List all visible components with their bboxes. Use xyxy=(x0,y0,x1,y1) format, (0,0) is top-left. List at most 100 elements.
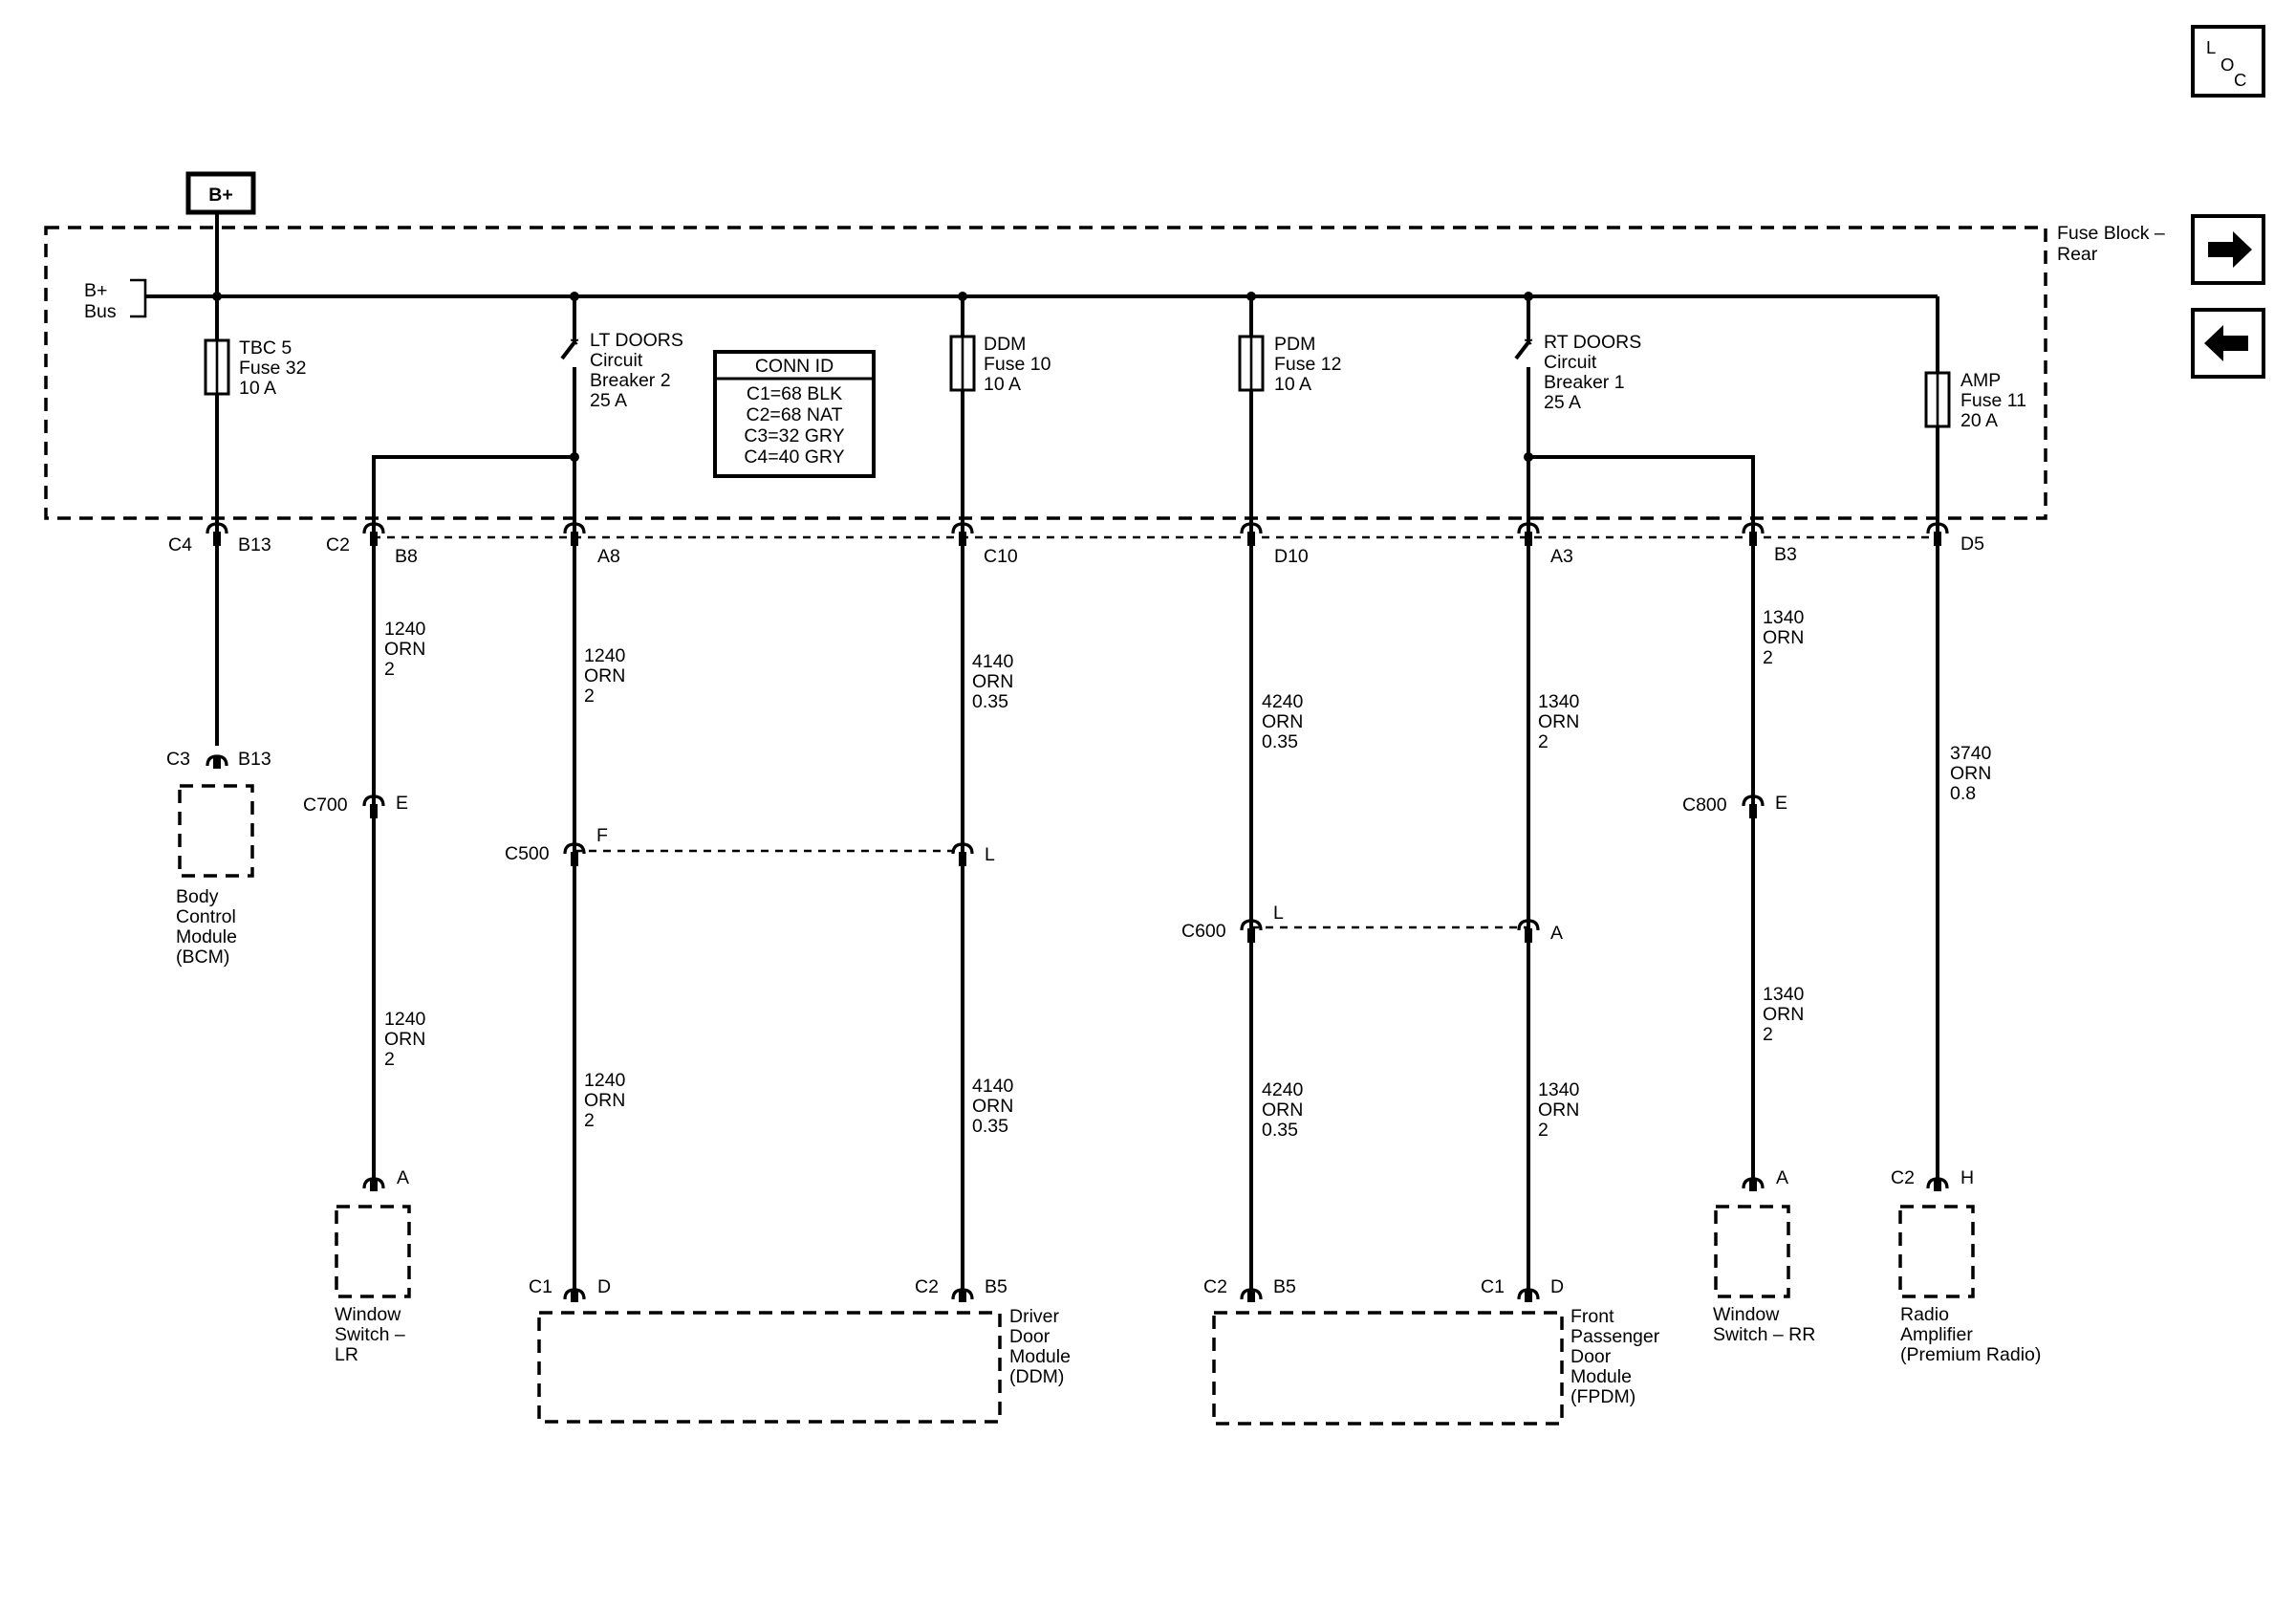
svg-text:ORN: ORN xyxy=(1262,1099,1303,1121)
wire-label-1340-a3: 1340 ORN 2 xyxy=(1538,691,1580,752)
lr-switch-box xyxy=(335,1205,411,1298)
svg-text:ORN: ORN xyxy=(972,1096,1013,1117)
pin-c600-a-label: A xyxy=(1550,923,1563,944)
ddm-fuse-label-3: 10 A xyxy=(984,374,1021,395)
fpdm-c1-connector xyxy=(1517,1288,1540,1304)
bcm-component-box xyxy=(178,784,254,878)
fpdm-label-4: Module xyxy=(1570,1366,1632,1387)
svg-text:4140: 4140 xyxy=(972,1076,1014,1097)
wire-label-1340-b3: 1340 ORN 2 xyxy=(1763,607,1805,668)
lr-switch-connector xyxy=(362,1177,385,1193)
svg-text:ORN: ORN xyxy=(1950,763,1991,784)
bplus-label: B+ xyxy=(208,185,232,206)
svg-text:4140: 4140 xyxy=(972,651,1014,672)
fpdm-label-2: Passenger xyxy=(1570,1326,1660,1347)
pin-b13-label: B13 xyxy=(238,534,271,555)
amp-connector xyxy=(1926,1177,1949,1193)
svg-text:1240: 1240 xyxy=(384,1009,426,1030)
fpdm-label-3: Door xyxy=(1570,1346,1612,1367)
conn-id-row: C3=32 GRY xyxy=(744,425,844,446)
svg-text:1240: 1240 xyxy=(384,619,426,640)
lr-label-2: Switch – xyxy=(335,1324,405,1345)
pin-c500-f-label: F xyxy=(596,825,608,846)
pdm-fuse-label-3: 10 A xyxy=(1274,374,1311,395)
wire-label-1340-rr: 1340 ORN 2 xyxy=(1763,984,1805,1045)
svg-text:1340: 1340 xyxy=(1763,984,1805,1005)
amp-fuse-label-1: AMP xyxy=(1960,370,2001,391)
ddm-c2-connector xyxy=(951,1288,974,1304)
svg-text:2: 2 xyxy=(384,659,395,680)
loc-button[interactable]: L O C xyxy=(2191,25,2265,98)
pin-a8-label: A8 xyxy=(597,546,620,567)
ddm-c1-label: C1 xyxy=(529,1276,552,1297)
pdm-fuse-label-1: PDM xyxy=(1274,334,1315,355)
wire-label-1240-ddm: 1240 ORN 2 xyxy=(584,1070,626,1131)
tbc-fuse-label-3: 10 A xyxy=(239,378,276,399)
pin-a3-label: A3 xyxy=(1550,546,1573,567)
lr-window-wire xyxy=(372,455,574,1180)
tbc-fuse-label-2: Fuse 32 xyxy=(239,358,306,379)
wire-label-1240-top: 1240 ORN 2 xyxy=(384,619,426,680)
rr-switch-connector xyxy=(1742,1177,1765,1193)
ddm-label-4: (DDM) xyxy=(1009,1366,1064,1387)
lr-label-3: LR xyxy=(335,1344,358,1365)
svg-text:1340: 1340 xyxy=(1538,691,1580,712)
amp-pin-h-label: H xyxy=(1960,1167,1974,1188)
fuse-block-label-line2: Rear xyxy=(2057,244,2098,265)
ddm-component-box xyxy=(537,1311,1002,1424)
lt-breaker-label-4: 25 A xyxy=(590,390,627,411)
svg-text:0.35: 0.35 xyxy=(1262,731,1298,752)
svg-text:0.8: 0.8 xyxy=(1950,783,1976,804)
svg-text:ORN: ORN xyxy=(1763,627,1804,648)
fpdm-c2-connector xyxy=(1240,1288,1263,1304)
next-page-button[interactable] xyxy=(2191,214,2265,285)
fpdm-pin-d-label: D xyxy=(1550,1276,1564,1297)
ddm-c2-label: C2 xyxy=(915,1276,939,1297)
ddm-fuse-label-2: Fuse 10 xyxy=(984,354,1051,375)
svg-text:ORN: ORN xyxy=(584,1090,625,1111)
fuse-block-rear-outline xyxy=(44,226,2047,520)
fpdm-component-box xyxy=(1212,1311,1564,1426)
svg-text:2: 2 xyxy=(384,1049,395,1070)
svg-text:2: 2 xyxy=(584,686,595,707)
rr-switch-box xyxy=(1714,1205,1790,1298)
rt-breaker-label-1: RT DOORS xyxy=(1544,332,1641,353)
conn-id-table: CONN ID C1=68 BLK C2=68 NAT C3=32 GRY C4… xyxy=(713,350,876,478)
conn-c600-label: C600 xyxy=(1181,921,1226,942)
pin-c10-label: C10 xyxy=(984,546,1018,567)
lt-breaker-thermal-mark: * xyxy=(571,333,579,357)
rt-breaker-label-2: Circuit xyxy=(1544,352,1597,373)
bplus-terminal xyxy=(185,171,256,215)
svg-text:4240: 4240 xyxy=(1262,1079,1304,1100)
ddm-pin-d-label: D xyxy=(597,1276,611,1297)
wire-label-1240-lr: 1240 ORN 2 xyxy=(384,1009,426,1070)
ddm-c1-connector xyxy=(563,1288,586,1304)
pin-rr-a-label: A xyxy=(1776,1167,1788,1188)
conn-id-row: C4=40 GRY xyxy=(744,446,844,468)
previous-page-button[interactable] xyxy=(2191,308,2265,379)
wire-label-4140-bot: 4140 ORN 0.35 xyxy=(972,1076,1014,1137)
ddm-label-1: Driver xyxy=(1009,1306,1060,1327)
pin-lr-a-label: A xyxy=(397,1167,409,1188)
rt-breaker-thermal-mark: * xyxy=(1525,333,1533,357)
pin-d10-label: D10 xyxy=(1274,546,1309,567)
arrow-left-icon xyxy=(2204,325,2248,361)
svg-text:ORN: ORN xyxy=(1538,711,1579,732)
svg-text:2: 2 xyxy=(1763,647,1773,668)
svg-text:ORN: ORN xyxy=(384,639,425,660)
bus-label-line2: Bus xyxy=(84,301,117,322)
rr-label-2: Switch – RR xyxy=(1713,1324,1815,1345)
pin-b13-bcm-label: B13 xyxy=(238,749,271,770)
conn-c500-label: C500 xyxy=(505,843,550,864)
svg-text:ORN: ORN xyxy=(972,671,1013,692)
bcm-label-1: Body xyxy=(176,886,219,907)
fuse-block-label-line1: Fuse Block – xyxy=(2057,223,2165,244)
wire-label-1340-fpdm: 1340 ORN 2 xyxy=(1538,1079,1580,1141)
amp-component-box xyxy=(1898,1205,1975,1298)
pin-d5-label: D5 xyxy=(1960,533,1984,555)
svg-text:2: 2 xyxy=(1538,1120,1549,1141)
pin-c800-e-label: E xyxy=(1775,793,1787,814)
ddm-pin-b5-label: B5 xyxy=(985,1276,1007,1297)
bcm-label-2: Control xyxy=(176,906,236,927)
svg-text:2: 2 xyxy=(1763,1024,1773,1045)
